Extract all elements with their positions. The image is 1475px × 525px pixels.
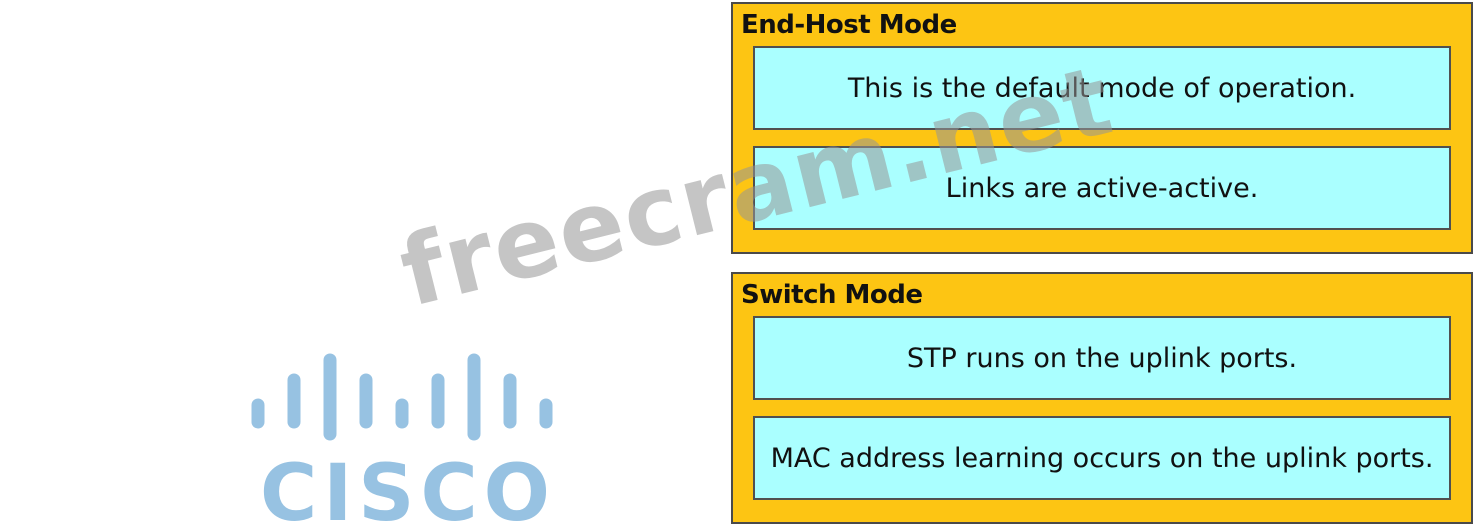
cisco-logo: CISCO [248, 350, 578, 525]
cisco-bridge-icon: CISCO [251, 353, 556, 525]
end-host-mode-title: End-Host Mode [741, 10, 957, 40]
end-host-mode-item-links: Links are active-active. [753, 146, 1451, 230]
switch-mode-item-stp: STP runs on the uplink ports. [753, 316, 1451, 400]
end-host-mode-item-default: This is the default mode of operation. [753, 46, 1451, 130]
switch-mode-group: Switch Mode STP runs on the uplink ports… [731, 272, 1473, 524]
switch-mode-title: Switch Mode [741, 280, 923, 310]
end-host-mode-group: End-Host Mode This is the default mode o… [731, 2, 1473, 254]
cisco-wordmark: CISCO [260, 449, 556, 525]
switch-mode-item-mac: MAC address learning occurs on the uplin… [753, 416, 1451, 500]
